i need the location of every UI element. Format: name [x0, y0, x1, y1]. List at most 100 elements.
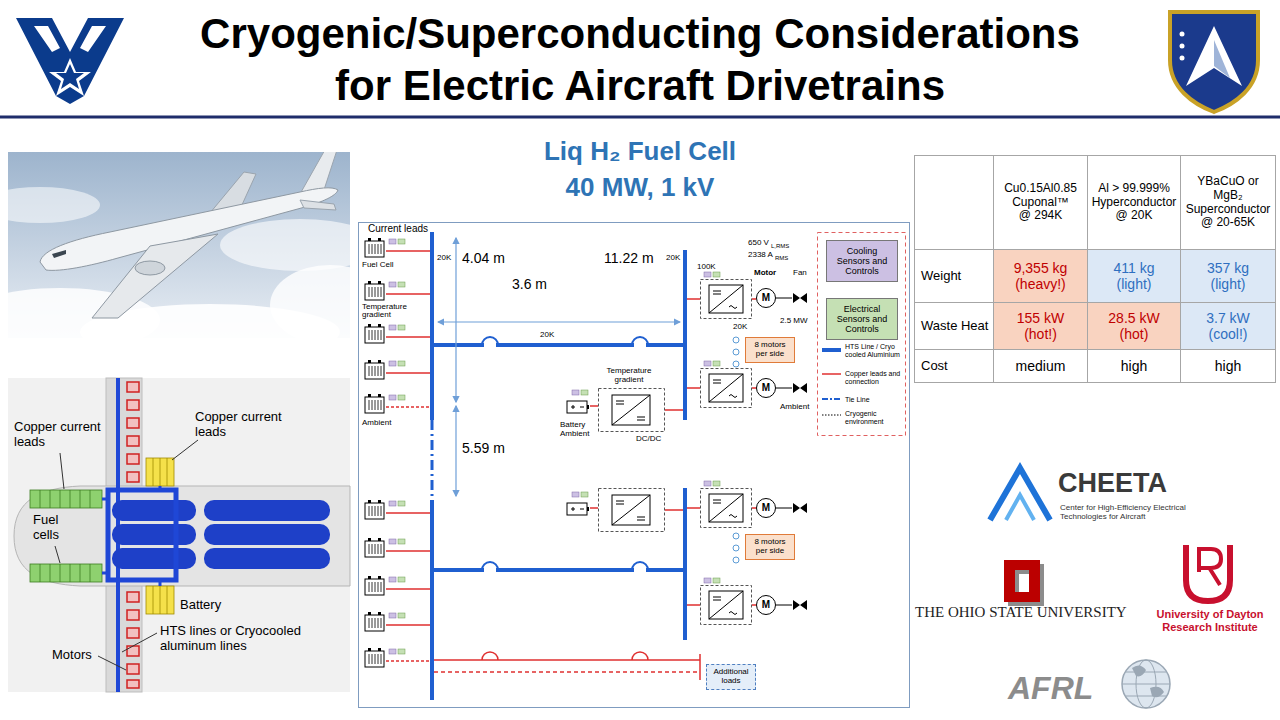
- legend-text: Electrical Sensors and Controls: [829, 304, 895, 334]
- legend-text: Cryogenic environment: [845, 410, 903, 425]
- callout: Fuel cells: [33, 513, 73, 543]
- motor-circle: M: [756, 595, 776, 615]
- table-value: (hot!): [1024, 326, 1057, 342]
- callout: HTS lines or Cryocooled aluminum lines: [160, 624, 342, 654]
- table-value: medium: [1016, 358, 1066, 374]
- part-label: Fan: [793, 268, 807, 277]
- table-header: @ 294K: [1019, 209, 1063, 223]
- rating-label: 650 V: [748, 238, 769, 247]
- node-text: Additional loads: [710, 668, 752, 686]
- node-text: 8 motors per side: [749, 538, 791, 556]
- part-label: Temperature gradient: [362, 303, 416, 319]
- table-header: YBaCuO or MgB₂: [1184, 175, 1272, 203]
- callout: Copper current leads: [195, 410, 290, 440]
- temperature-label: 100K: [697, 262, 716, 271]
- logo-text: THE OHIO STATE UNIVERSITY: [915, 604, 1127, 621]
- table-cell: medium: [994, 350, 1088, 383]
- table-value: (light): [1116, 276, 1151, 292]
- afrl-globe: [1122, 660, 1170, 708]
- table-header: @ 20K: [1116, 209, 1153, 223]
- table-value: 357 kg: [1207, 260, 1249, 276]
- node-text: M: [762, 383, 770, 393]
- dimension: 11.22 m: [604, 250, 654, 266]
- temperature-label: 20K: [437, 253, 451, 262]
- table-cell: Al > 99.999%Hyperconductor@ 20K: [1088, 155, 1181, 250]
- table-cell: 357 kg(light): [1181, 250, 1276, 303]
- table-cell: 9,355 kg(heavy!): [994, 250, 1088, 303]
- legend-text: HTS Line / Cryo cooled Aluminium: [845, 343, 903, 358]
- part-label: Motor: [754, 268, 776, 277]
- table-cell: YBaCuO or MgB₂Superconductor@ 20-65K: [1181, 155, 1276, 250]
- part-label: Battery Ambient: [560, 420, 596, 438]
- rating-label: 2.5 MW: [780, 316, 808, 325]
- table-header: Cu0.15Al0.85: [1004, 182, 1077, 196]
- cheeta-logo: [990, 468, 1050, 520]
- legend-text: Cooling Sensors and Controls: [829, 246, 895, 276]
- dimension: 4.04 m: [462, 250, 505, 266]
- power-schematic: [359, 223, 910, 708]
- ud-logo: [1186, 545, 1230, 601]
- table-value: 28.5 kW: [1108, 310, 1159, 326]
- table-cell: 155 kW(hot!): [994, 303, 1088, 350]
- table-value: high: [1215, 358, 1241, 374]
- motor-circle: M: [756, 498, 776, 518]
- legend-text: Tie Line: [845, 396, 903, 404]
- table-cell: 3.7 kW(cool!): [1181, 303, 1276, 350]
- afrl-shield: [1170, 12, 1258, 112]
- slide-title: Cryogenic/Superconducting Considerations…: [175, 8, 1105, 112]
- osu-logo: [1004, 560, 1044, 606]
- motor-circle: M: [756, 288, 776, 308]
- table-value: (cool!): [1209, 326, 1248, 342]
- table-cell: Cu0.15Al0.85Cuponal™@ 294K: [994, 155, 1088, 250]
- table-cell: Waste Heat: [914, 303, 994, 350]
- temperature-label: 20K: [733, 322, 747, 331]
- table-value: high: [1121, 358, 1147, 374]
- rating-label: 2338 A: [748, 250, 773, 259]
- logo-text: CHEETA: [1058, 468, 1167, 499]
- wire-label: Current leads: [368, 223, 428, 235]
- table-header: Hyperconductor: [1092, 196, 1177, 210]
- table-cell: Cost: [914, 350, 994, 383]
- logo-text: AFRL: [1008, 670, 1093, 707]
- node-text: M: [762, 600, 770, 610]
- motor-circle: M: [756, 378, 776, 398]
- row-header: Weight: [921, 269, 961, 284]
- table-cell: Weight: [914, 250, 994, 303]
- node-text: M: [762, 503, 770, 513]
- table-cell: high: [1088, 350, 1181, 383]
- part-label: Ambient: [362, 418, 391, 427]
- part-label: Temperature gradient: [596, 366, 662, 384]
- logo-text: Center for High-Efficiency Electrical Te…: [1060, 503, 1200, 521]
- table-cell: high: [1181, 350, 1276, 383]
- table-header: Cuponal™: [1012, 196, 1069, 210]
- table-value: 411 kg: [1114, 260, 1155, 276]
- callout: Copper current leads: [14, 420, 106, 450]
- table-header: Al > 99.999%: [1098, 182, 1170, 196]
- subscript: L,RMS: [771, 243, 789, 250]
- group-note-box: 8 motors per side: [745, 534, 795, 560]
- row-header: Cost: [921, 359, 948, 374]
- table-value: 155 kW: [1017, 310, 1064, 326]
- node-text: 8 motors per side: [749, 341, 791, 359]
- air-force-logo: [16, 18, 124, 104]
- node-text: M: [762, 293, 770, 303]
- subscript: RMS: [775, 255, 788, 262]
- table-header: Superconductor: [1186, 203, 1271, 217]
- table-value: (light): [1210, 276, 1245, 292]
- dimension: 3.6 m: [512, 276, 547, 292]
- table-value: 9,355 kg: [1014, 260, 1068, 276]
- legend-swatch: Electrical Sensors and Controls: [826, 298, 898, 340]
- table-value: (heavy!): [1015, 276, 1066, 292]
- logo-text: University of Dayton Research Institute: [1150, 608, 1270, 633]
- group-note-box: 8 motors per side: [745, 337, 795, 363]
- part-label: DC/DC: [636, 434, 661, 443]
- table-cell: 411 kg(light): [1088, 250, 1181, 303]
- part-label: Ambient: [780, 402, 809, 411]
- table-cell: 28.5 kW(hot): [1088, 303, 1181, 350]
- temperature-label: 20K: [666, 253, 680, 262]
- table-cell: [914, 155, 994, 250]
- callout: Battery: [180, 598, 221, 613]
- load-box: Additional loads: [706, 664, 756, 690]
- airplane-photo: [8, 152, 350, 338]
